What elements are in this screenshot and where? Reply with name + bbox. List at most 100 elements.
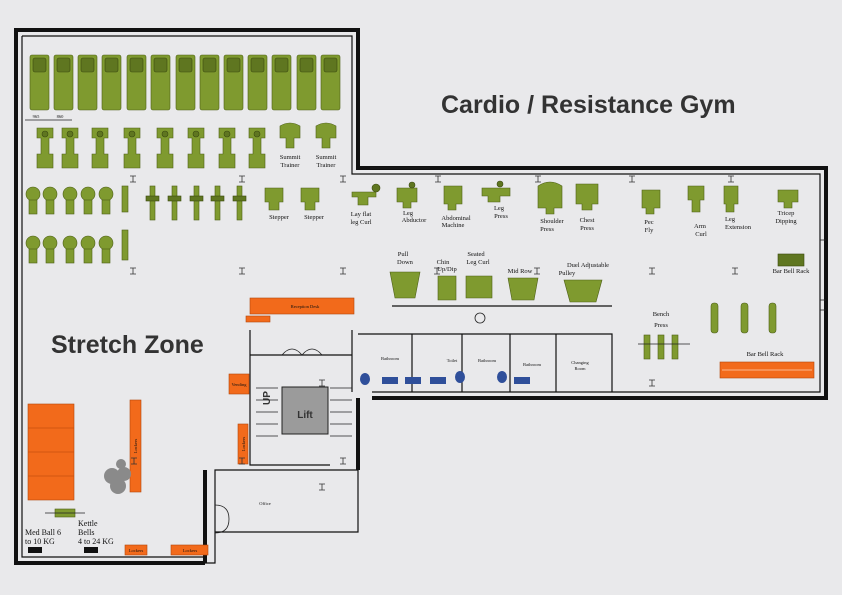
leg-abductor: Leg Abductor <box>396 181 427 224</box>
tricep-dipping: Tricep Dipping <box>775 189 799 225</box>
svg-text:leg Curl: leg Curl <box>350 219 371 226</box>
bathroom-label: Bathroom <box>523 362 541 367</box>
svg-text:Up/Dip: Up/Dip <box>437 266 457 273</box>
office-label: Office <box>259 501 270 506</box>
duel-adjustable-pulley: Duel Adjustable Pulley <box>559 262 609 303</box>
elliptical <box>123 127 141 169</box>
seated-leg-curl: Seated Leg Curl <box>465 251 493 299</box>
svg-text:Mid Row: Mid Row <box>508 268 533 275</box>
svg-text:Press: Press <box>654 322 668 329</box>
svg-text:Stepper: Stepper <box>304 214 325 221</box>
bike <box>42 235 58 264</box>
treadmill <box>101 54 122 111</box>
bar-bell-rack-top: Bar Bell Rack <box>773 253 811 275</box>
treadmill <box>126 54 147 111</box>
treadmill <box>223 54 244 111</box>
dimension-marks: 965 860 <box>25 114 72 121</box>
treadmill <box>296 54 317 111</box>
lift-stair-core: Lift UP <box>249 330 352 466</box>
stepper: Stepper <box>264 187 290 221</box>
svg-text:Pulley: Pulley <box>559 270 576 277</box>
svg-text:Bench: Bench <box>653 311 670 318</box>
bike <box>25 235 41 264</box>
svg-text:Tricep: Tricep <box>778 210 795 217</box>
svg-text:Lockers: Lockers <box>241 437 246 452</box>
gym-heading: Cardio / Resistance Gym <box>441 91 736 119</box>
bike <box>232 185 247 221</box>
svg-text:Shoulder: Shoulder <box>540 218 564 225</box>
svg-text:Summit: Summit <box>316 154 337 161</box>
svg-text:Lay flat: Lay flat <box>351 211 372 218</box>
svg-text:Bar Bell Rack: Bar Bell Rack <box>747 351 785 358</box>
treadmill <box>150 54 171 111</box>
lay-flat-leg-curl: Lay flat leg Curl <box>350 183 381 226</box>
chest-press: Chest Press <box>575 183 599 232</box>
leg-extension: Leg Extension <box>723 185 752 231</box>
svg-text:Machine: Machine <box>442 222 465 229</box>
treadmill <box>29 54 50 111</box>
reception-desk: Reception Desk <box>245 297 355 323</box>
svg-text:Press: Press <box>580 225 594 232</box>
bike <box>210 185 225 221</box>
svg-text:4 to 24 KG: 4 to 24 KG <box>78 537 114 546</box>
bar-bell-rack-bottom: Bar Bell Rack <box>719 351 815 379</box>
svg-text:Reception Desk: Reception Desk <box>291 304 320 309</box>
mid-row: Mid Row <box>508 268 539 301</box>
svg-text:Down: Down <box>397 259 414 266</box>
toilet-label: Toilet <box>447 358 458 363</box>
treadmill-row <box>29 54 341 111</box>
abdominal-machine: Abdominal Machine <box>441 185 471 229</box>
svg-text:Pec: Pec <box>644 219 654 226</box>
treadmill <box>247 54 268 111</box>
med-ball-pile <box>104 459 131 494</box>
svg-text:Bar Bell Rack: Bar Bell Rack <box>773 268 811 275</box>
bike <box>62 235 78 264</box>
bathroom-label: Bathroom <box>381 356 399 361</box>
kettle-bell-shelves <box>28 547 98 553</box>
summit-trainer: Summit Trainer <box>315 122 337 169</box>
svg-text:Leg: Leg <box>725 216 736 223</box>
changing-room-label: Changing <box>571 360 589 365</box>
med-ball-label: Med Ball 6 to 10 KG <box>25 528 61 546</box>
bike-row-lower <box>25 229 129 264</box>
dumbbell-stand <box>710 302 719 334</box>
elliptical <box>36 127 54 169</box>
treadmill <box>271 54 292 111</box>
lift-label: Lift <box>297 410 313 421</box>
svg-text:Duel Adjustable: Duel Adjustable <box>567 262 609 269</box>
svg-text:Lockers: Lockers <box>133 439 138 454</box>
pec-fly: Pec Fly <box>641 189 661 234</box>
stairs-up-label: UP <box>262 391 273 405</box>
lockers-vertical: Lockers <box>129 399 142 493</box>
bike <box>167 185 182 221</box>
svg-text:Arm: Arm <box>694 223 706 230</box>
stretch-mats <box>27 403 75 501</box>
bathroom-block: Bathroom Toilet Bathroom Bathroom Changi… <box>358 312 613 392</box>
elliptical <box>218 127 236 169</box>
treadmill <box>77 54 98 111</box>
svg-text:Leg: Leg <box>494 205 505 212</box>
svg-text:Bells: Bells <box>78 528 94 537</box>
bike <box>121 229 129 261</box>
changing-room-label: Room <box>574 366 586 371</box>
lockers-bottom: Lockers <box>124 544 148 556</box>
bike-row-upper <box>25 185 247 221</box>
treadmill <box>320 54 341 111</box>
svg-text:Abductor: Abductor <box>402 217 427 224</box>
svg-text:Med Ball 6: Med Ball 6 <box>25 528 61 537</box>
pull-down: Pull Down <box>389 251 421 299</box>
vending-machine: Vending <box>228 373 250 395</box>
treadmill <box>175 54 196 111</box>
leg-press: Leg Press <box>481 180 511 220</box>
bike <box>145 185 160 221</box>
treadmill <box>199 54 220 111</box>
svg-text:Trainer: Trainer <box>317 162 337 169</box>
bike <box>62 186 78 215</box>
bike <box>42 186 58 215</box>
svg-text:Press: Press <box>540 226 554 233</box>
elliptical-row <box>36 127 266 169</box>
stretch-zone-heading: Stretch Zone <box>51 331 204 359</box>
elliptical <box>248 127 266 169</box>
svg-text:Extension: Extension <box>725 224 752 231</box>
